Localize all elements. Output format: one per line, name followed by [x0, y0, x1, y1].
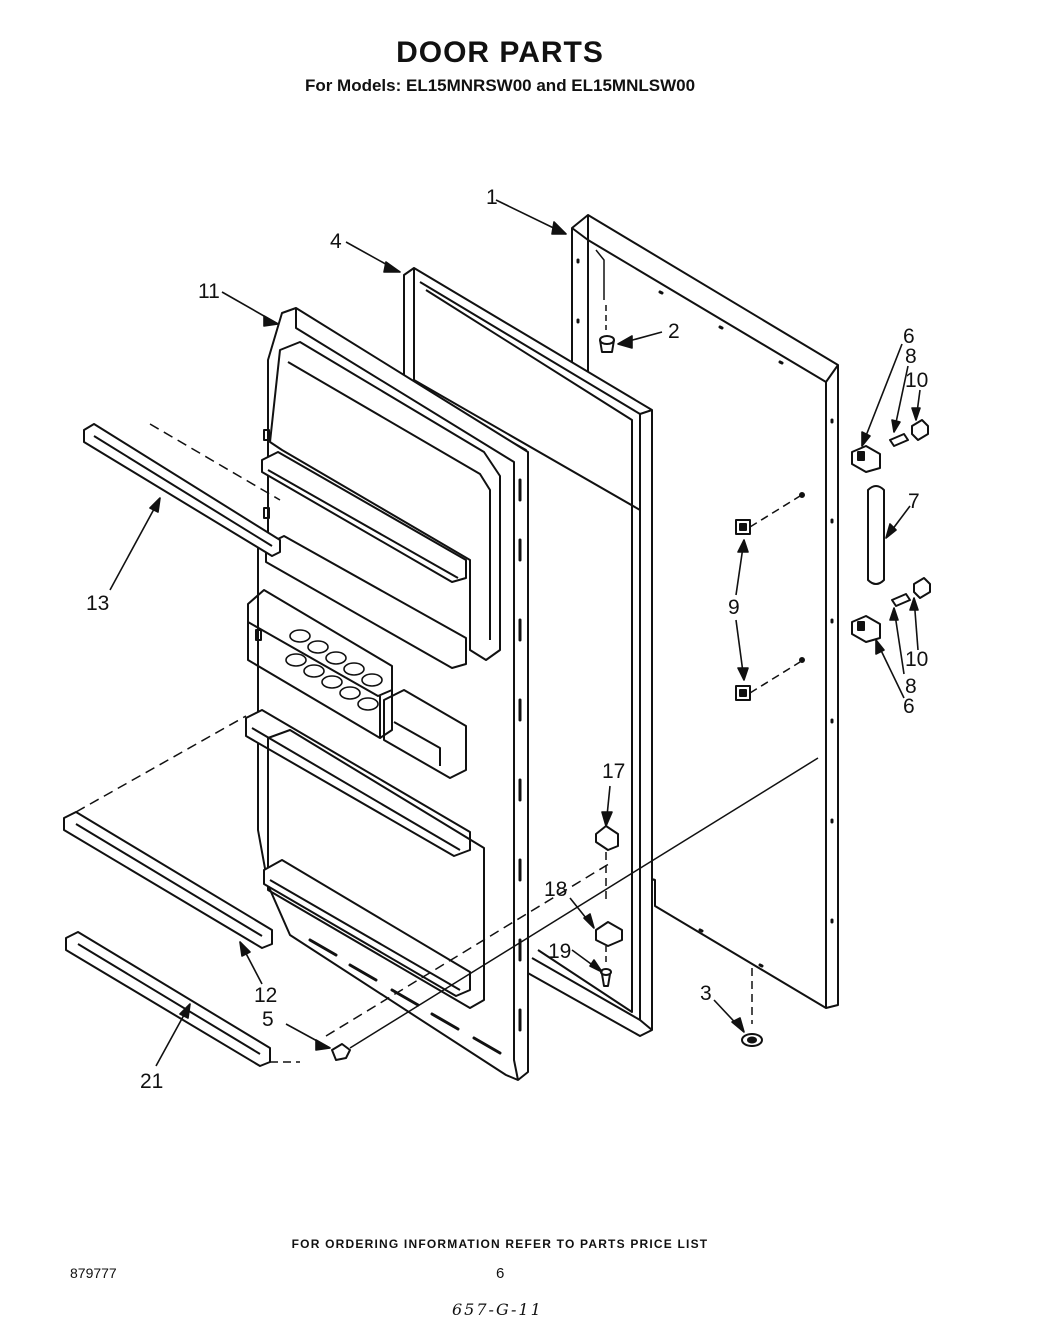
callout-6-upper: 6 — [903, 325, 915, 348]
callout-21: 21 — [140, 1070, 163, 1093]
callout-4: 4 — [330, 230, 342, 253]
callout-3: 3 — [700, 982, 712, 1005]
plug-button — [599, 335, 615, 353]
hinge-plug-lower — [735, 657, 805, 701]
model-subtitle: For Models: EL15MNRSW00 and EL15MNLSW00 — [304, 76, 696, 95]
shelf-rail-top — [83, 423, 281, 557]
upper-hinge-assembly — [851, 419, 929, 473]
callout-11: 11 — [198, 280, 220, 303]
bottom-hinge-pin — [741, 968, 763, 1047]
shelf-rail-middle — [63, 715, 273, 949]
door-stop-plate — [595, 921, 623, 964]
callout-10-upper: 10 — [905, 369, 928, 392]
callout-1: 1 — [486, 186, 498, 209]
page-title: DOOR PARTS — [396, 36, 604, 69]
liner-screw — [325, 757, 819, 1061]
callout-7: 7 — [908, 490, 920, 513]
handwritten-code: 657-G-11 — [452, 1300, 543, 1319]
callout-8-lower: 8 — [905, 675, 917, 698]
lower-hinge-assembly — [851, 577, 931, 643]
inner-door-liner — [245, 307, 529, 1081]
hinge-plug-upper — [735, 492, 805, 535]
page-number: 6 — [496, 1265, 505, 1282]
shelf-rail-bottom — [65, 931, 300, 1067]
callout-17: 17 — [602, 760, 625, 783]
callout-6-lower: 6 — [903, 695, 915, 718]
ordering-info-note: FOR ORDERING INFORMATION REFER TO PARTS … — [291, 1237, 709, 1251]
door-stop-bracket — [595, 825, 619, 900]
callout-10-lower: 10 — [905, 648, 928, 671]
door-handle — [867, 485, 885, 585]
callout-19: 19 — [548, 940, 571, 963]
document-number: 879777 — [70, 1265, 117, 1281]
callout-8-upper: 8 — [905, 345, 917, 368]
callout-18: 18 — [544, 878, 567, 901]
callout-13: 13 — [86, 592, 109, 615]
callout-2: 2 — [668, 320, 680, 343]
callout-9: 9 — [728, 596, 740, 619]
callout-12: 12 — [254, 984, 277, 1007]
callout-5: 5 — [262, 1008, 274, 1031]
